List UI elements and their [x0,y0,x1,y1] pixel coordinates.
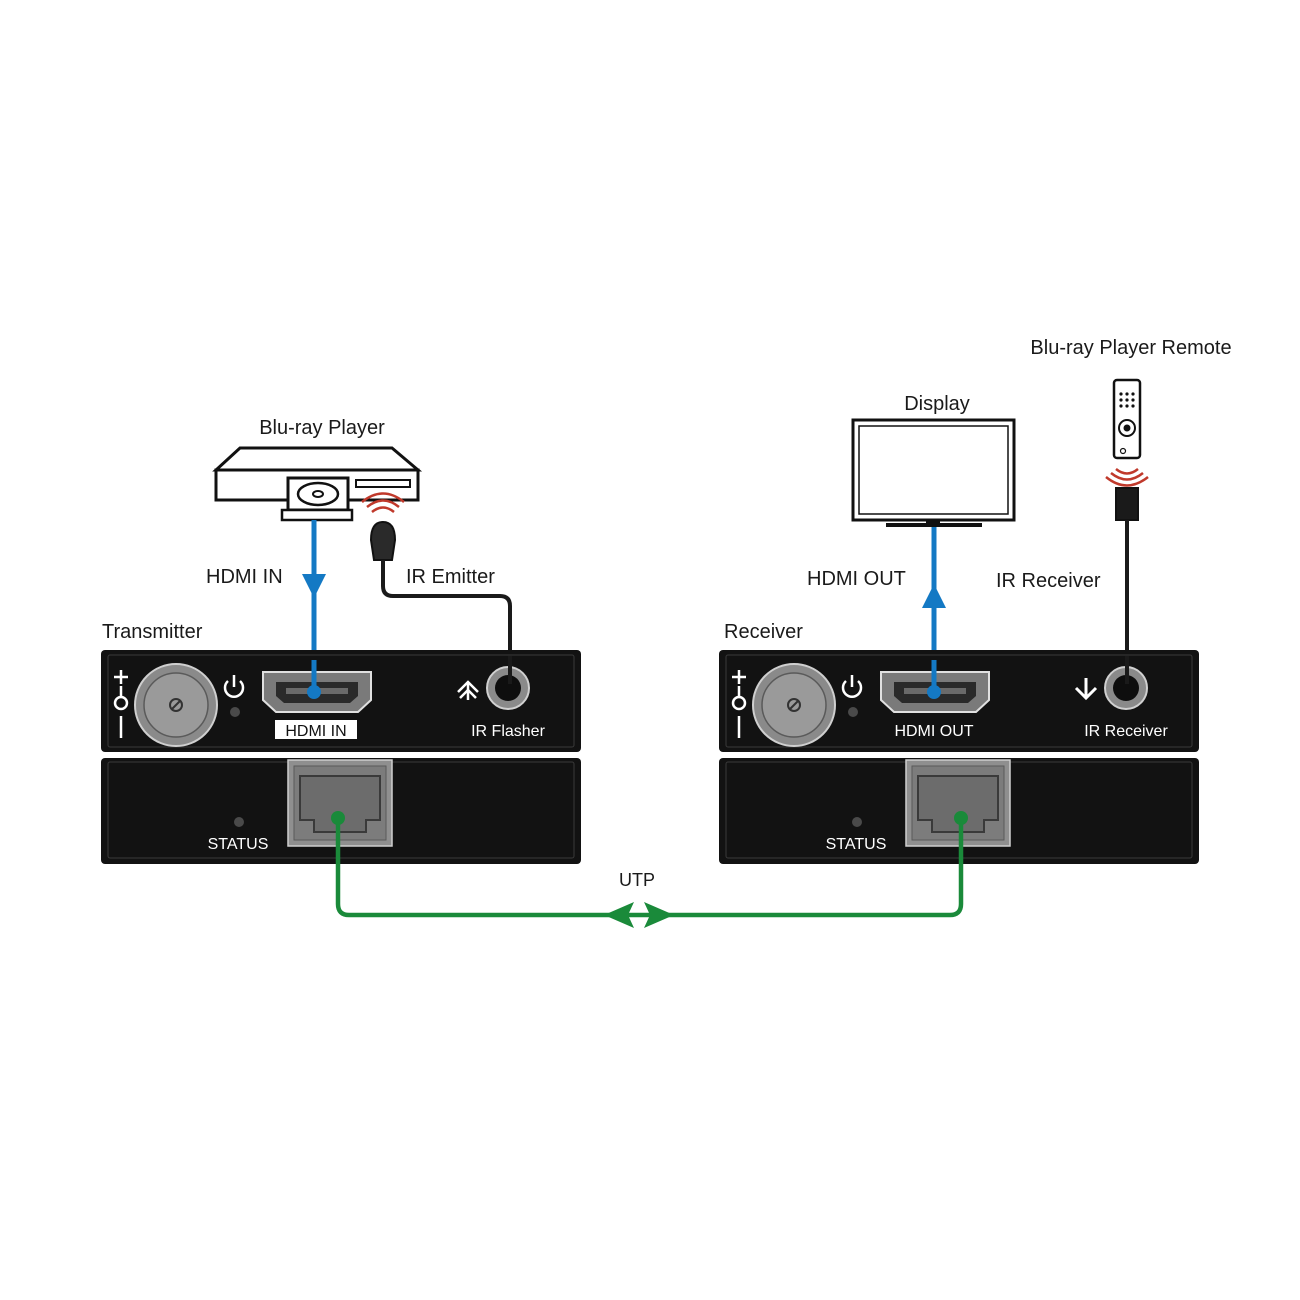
hdmi-in-arrow-icon [302,574,326,598]
receiver-label: Receiver [724,621,803,643]
remote-label: Blu-ray Player Remote [1030,337,1231,359]
power-led [848,707,858,717]
bluray-player-icon [212,446,423,522]
remote-icon [1112,378,1142,460]
power-icon [223,675,245,698]
status-led [234,817,244,827]
ir-emitter-cable [381,560,512,680]
bluray-player-label: Blu-ray Player [259,417,385,439]
transmitter-label: Transmitter [102,621,203,643]
ir-receiver-cable-label: IR Receiver [996,570,1101,592]
dc-power-port [134,663,218,747]
display-icon [851,418,1016,527]
dc-polarity-icon [731,670,747,738]
power-icon [841,675,863,698]
ir-signal-icon [361,492,405,513]
hdmi-out-arrow-icon [922,584,946,608]
ir-emitter-icon [369,520,397,561]
hdmi-in-cable-label: HDMI IN [206,566,283,588]
dc-power-port [752,663,836,747]
ir-flasher-port [486,666,530,710]
utp-label: UTP [619,870,655,890]
dc-polarity-icon [113,670,129,738]
status-label: STATUS [826,836,887,853]
display-label: Display [904,393,970,415]
rj45-port [905,759,1011,847]
ir-flasher-arrow-icon [457,680,479,700]
power-led [230,707,240,717]
rj45-port [287,759,393,847]
status-led [852,817,862,827]
ir-receiver-eye-icon [1115,487,1139,521]
ir-emitter-cable-label: IR Emitter [406,566,495,588]
hdmi-out-cable-label: HDMI OUT [807,568,906,590]
transmitter-unit: HDMI IN IR Flasher STATUS [101,650,581,864]
hdmi-in-port-label: HDMI IN [285,723,346,740]
ir-receiver-port [1104,666,1148,710]
ir-signal-icon [1105,468,1149,487]
ir-receiver-arrow-icon [1074,678,1098,701]
utp-cable [335,818,964,918]
hdmi-out-port-label: HDMI OUT [894,723,973,740]
bidirectional-arrow-icon [604,902,674,928]
status-label: STATUS [208,836,269,853]
ir-receiver-port-label: IR Receiver [1084,723,1168,740]
ir-flasher-port-label: IR Flasher [471,723,545,740]
